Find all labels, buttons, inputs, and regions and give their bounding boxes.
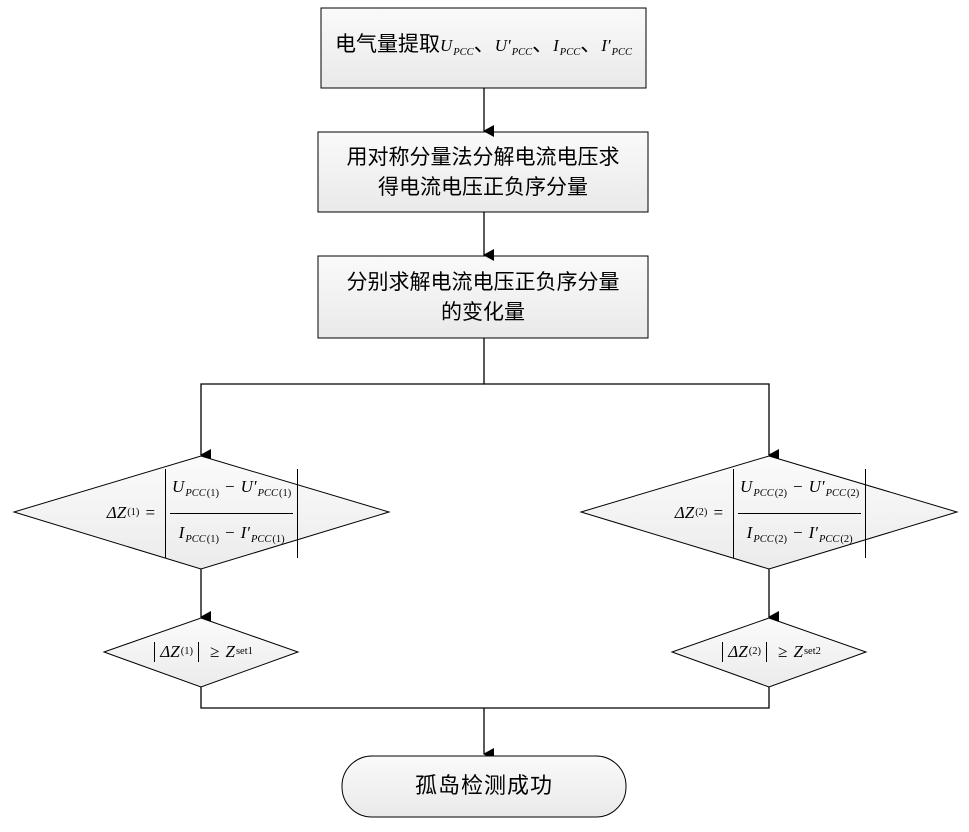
left-den-a-idx: (1) [207,534,219,545]
left-delta: ΔZ [107,498,126,528]
right-num-b-idx: (2) [847,488,859,499]
q1-symbol: U [440,36,452,55]
extract-quantities: UPCC [440,36,474,55]
threshold-left-text: ΔZ(1) ≥Zset1 [110,630,292,674]
left-th-z: Z [226,637,235,667]
sep-1: 、 [474,32,495,56]
split-connector [201,338,484,455]
left-den-b-idx: (1) [272,534,284,545]
left-th-idx: (1) [181,637,193,667]
left-th-delta: ΔZ [160,637,179,667]
variation-text: 分别求解电流电压正负序分量 的变化量 [318,256,648,338]
left-den-b: I′ [241,523,250,542]
decompose-line-1: 用对称分量法分解电流电压求 [347,142,620,172]
variation-line-2: 的变化量 [441,297,525,327]
right-num-a-idx: (2) [775,488,787,499]
left-numerator: UPCC(1)−U′PCC(1) [170,469,293,514]
left-den-minus: − [225,523,235,542]
q4-prime: ′ [607,36,611,55]
left-num-b-sub: PCC [258,488,278,499]
right-th-delta: ΔZ [728,637,747,667]
q3-sub: PCC [560,47,580,58]
q3-symbol: I [553,36,559,55]
left-eq: = [145,498,155,528]
right-abs-open [722,642,723,662]
q2-sub: PCC [512,47,532,58]
decision-right-formula: ΔZ(2) = UPCC(2)−U′PCC(2) IPCC(2)−I′PCC(2… [628,470,913,556]
left-num-b-idx: (1) [279,488,291,499]
merge-connector-right [484,687,769,708]
right-den-a-idx: (2) [775,534,787,545]
right-th-geq: ≥ [778,637,787,667]
right-den-b-sub: PCC [819,534,839,545]
left-abs-close [198,642,199,662]
right-eq: = [713,498,723,528]
left-num-a-sub: PCC [185,488,205,499]
right-den-a: I [747,523,753,542]
sep-3: 、 [580,32,601,56]
right-den-b-idx: (2) [840,534,852,545]
right-numerator: UPCC(2)−U′PCC(2) [738,469,861,514]
threshold-right-text: ΔZ(2) ≥Zset2 [678,630,860,674]
q1-sub: PCC [453,47,473,58]
right-abs-close [766,642,767,662]
right-fraction: UPCC(2)−U′PCC(2) IPCC(2)−I′PCC(2) [733,469,866,558]
left-num-a-idx: (1) [207,488,219,499]
decompose-line-2: 得电流电压正负序分量 [378,172,588,202]
q4-sub: PCC [612,47,632,58]
variation-line-1: 分别求解电流电压正负序分量 [347,267,620,297]
right-num-a-sub: PCC [753,488,773,499]
left-num-a: U [172,477,184,496]
left-den-b-sub: PCC [251,534,271,545]
decision-left-formula: ΔZ(1) = UPCC(1)−U′PCC(1) IPCC(1)−I′PCC(1… [60,470,345,556]
left-num-b: U′ [241,477,257,496]
final-label: 孤岛检测成功 [342,756,626,817]
right-idx: (2) [695,498,707,528]
left-fraction: UPCC(1)−U′PCC(1) IPCC(1)−I′PCC(1) [165,469,298,558]
right-th-set: set2 [804,637,821,667]
extract-label: 电气量提取 [335,32,440,56]
left-den-a-sub: PCC [185,534,205,545]
left-denominator: IPCC(1)−I′PCC(1) [177,514,287,558]
left-num-minus: − [225,477,235,496]
right-denominator: IPCC(2)−I′PCC(2) [745,514,855,558]
right-den-a-sub: PCC [753,534,773,545]
left-idx: (1) [127,498,139,528]
sep-2: 、 [532,32,553,56]
decompose-text: 用对称分量法分解电流电压求 得电流电压正负序分量 [318,132,648,212]
right-th-z: Z [794,637,803,667]
right-num-minus: − [793,477,803,496]
q2-symbol: U [495,36,507,55]
q2-prime: ′ [507,36,511,55]
left-th-geq: ≥ [210,637,219,667]
left-den-a: I [179,523,185,542]
right-num-b: U′ [809,477,825,496]
right-num-a: U [740,477,752,496]
split-connector-right [484,384,769,455]
right-th-idx: (2) [749,637,761,667]
right-delta: ΔZ [675,498,694,528]
right-den-minus: − [793,523,803,542]
left-th-set: set1 [236,637,253,667]
merge-connector-left [201,687,484,708]
right-den-b: I′ [809,523,818,542]
right-num-b-sub: PCC [826,488,846,499]
extract-text: 电气量提取UPCC、U′PCC、IPCC、I′PCC [321,8,646,88]
left-abs-open [154,642,155,662]
